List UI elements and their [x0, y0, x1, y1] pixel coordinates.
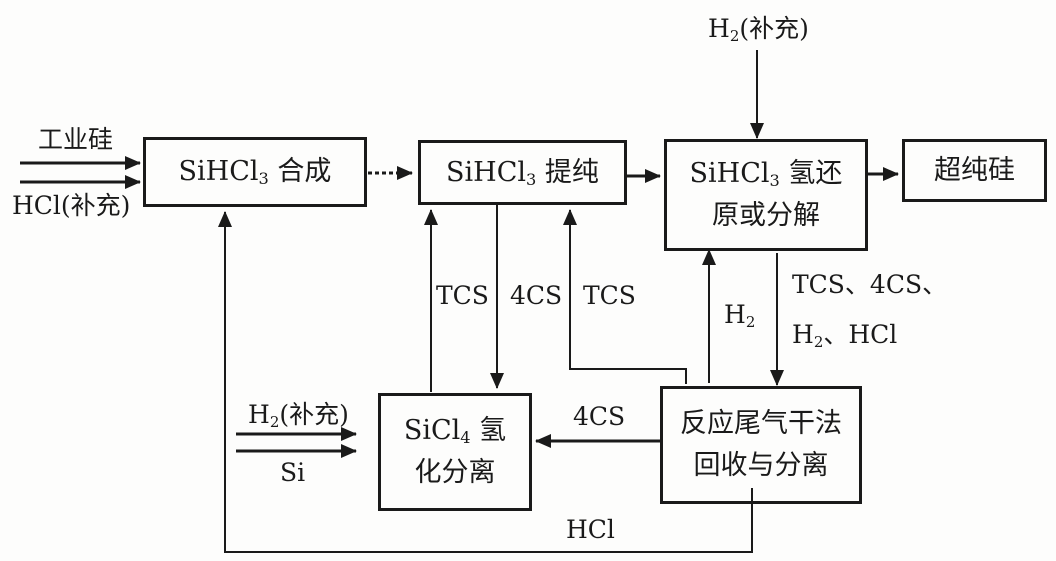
- node-label-line1: 反应尾气干法: [680, 408, 842, 440]
- arrow-hcl-return: [218, 211, 753, 553]
- node-tailgas-recovery: 反应尾气干法 回收与分离: [660, 386, 862, 504]
- label-h2-supply-left: H2(补充): [248, 400, 349, 431]
- label-h2-recycle: H2: [724, 300, 756, 331]
- node-sihcl3-synthesis: SiHCl3 合成: [143, 137, 367, 207]
- label-h2-supply-top: H2(补充): [708, 14, 809, 45]
- label-tailgas-line2: H2、HCl: [792, 320, 898, 351]
- label-hcl-supply: HCl(补充): [12, 191, 131, 220]
- node-ultrapure-silicon: 超纯硅: [902, 139, 1047, 202]
- label-4cs-mid: 4CS: [510, 281, 563, 310]
- node-label-line2: 原或分解: [712, 200, 820, 231]
- arrow-tcs-recycle: [563, 209, 687, 384]
- label-si: Si: [280, 458, 306, 487]
- node-label: 超纯硅: [934, 154, 1015, 186]
- node-sicl4-hydrogenation: SiCl4 氢 化分离: [378, 393, 532, 511]
- node-label-line1: SiCl4 氢: [403, 415, 507, 448]
- node-label-line2: 回收与分离: [693, 450, 829, 481]
- node-label: SiHCl3 提纯: [446, 156, 599, 189]
- node-label-line1: SiHCl3 氢还: [689, 158, 843, 191]
- node-label: SiHCl3 合成: [178, 156, 332, 189]
- label-tcs-left: TCS: [436, 281, 489, 310]
- node-sihcl3-reduction: SiHCl3 氢还 原或分解: [664, 139, 868, 251]
- label-tailgas-line1: TCS、4CS、: [792, 270, 948, 299]
- label-tcs-right: TCS: [583, 281, 636, 310]
- node-sihcl3-purification: SiHCl3 提纯: [418, 140, 627, 205]
- label-hcl-return: HCl: [566, 515, 615, 544]
- label-4cs-horizontal: 4CS: [573, 402, 626, 431]
- label-industrial-si: 工业硅: [38, 125, 114, 154]
- node-label-line2: 化分离: [414, 457, 496, 488]
